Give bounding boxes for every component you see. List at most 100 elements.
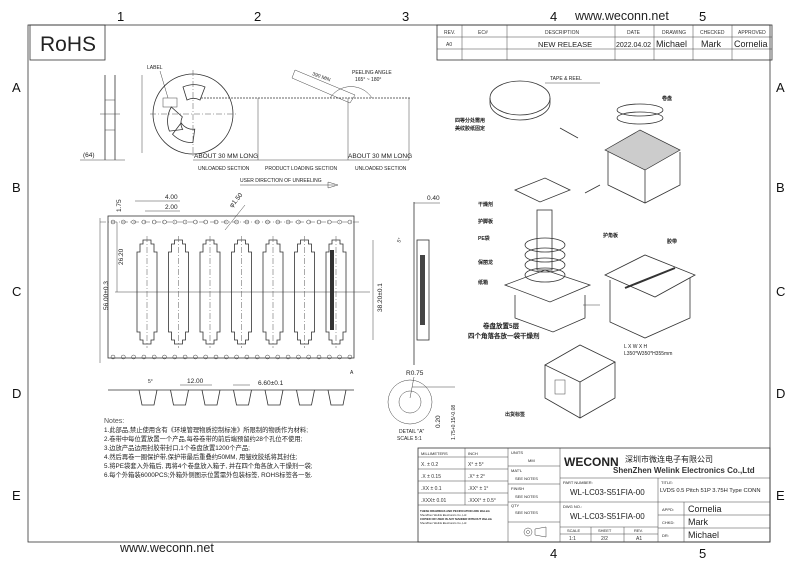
sprocket-hole <box>265 219 270 225</box>
pack-pe_bag: PE袋 <box>478 235 491 242</box>
sprocket-hole <box>296 354 301 360</box>
tape-d1200: 12.00 <box>187 378 204 385</box>
sprocket-hole <box>203 219 208 225</box>
pack-reel: 卷盘 <box>661 95 672 102</box>
title_block-finish_label: FINISH <box>511 486 524 491</box>
website-bottom[interactable]: www.weconn.net <box>119 541 214 555</box>
revision-row-3: 2022.04.02 <box>616 42 651 49</box>
pocket-section <box>296 389 315 406</box>
reel-peeling: PEELING ANGLE <box>352 70 392 76</box>
revision-headers-1: EC# <box>478 30 488 36</box>
title_block-appd: Cornelia <box>688 504 722 514</box>
sprocket-hole <box>327 354 332 360</box>
notes-items-1: 2.卷带中每位置放置一个产品,每卷卷带的前后端预留约28个孔位不使用; <box>104 434 303 443</box>
sprocket-hole <box>141 219 147 225</box>
sprocket-hole <box>337 219 342 225</box>
reel-about1: ABOUT 30 MM LONG <box>194 153 258 160</box>
sprocket-hole <box>162 354 167 360</box>
tape-pocket <box>231 239 252 345</box>
title_block-units_label: UNITS <box>511 450 523 455</box>
sprocket-hole <box>306 354 311 360</box>
pack-dims1: L X W X H <box>624 344 648 350</box>
pack-fix_note2: 美纹胶纸固定 <box>455 125 485 132</box>
sprocket-hole <box>244 354 250 360</box>
revision-headers-2: DESCRIPTION <box>545 30 580 36</box>
sprocket-hole <box>316 219 322 225</box>
zones-cols-3: 4 <box>550 546 557 561</box>
revision-row-2: NEW RELEASE <box>538 40 592 49</box>
revision-headers-5: CHECKED <box>700 30 725 36</box>
title_block-title_label: TITLE: <box>661 480 673 485</box>
sprocket-hole <box>141 354 147 360</box>
sprocket-hole <box>203 354 208 360</box>
tape-pocket <box>262 239 284 345</box>
title_block-sheet_label: SHEET <box>598 528 612 533</box>
zones-rows-3: D <box>776 386 785 401</box>
title_block-finish: SEE NOTES <box>515 494 538 499</box>
reel-unloaded2: UNLOADED SECTION <box>355 166 407 172</box>
sprocket-hole <box>110 354 116 360</box>
detail-a: R0.75 0.20 1.75+0.15/-0.08 DETAIL "A" SC… <box>387 370 457 442</box>
notes: Notes: 1.此部品,禁止使用含有《环境管理物质控制标准》所限制的物质作为材… <box>104 418 313 479</box>
zones-cols-4: 5 <box>699 9 706 24</box>
title_block-copyright1: THESE DRAWINGS AND PECIFICATION ARE WeLi… <box>420 509 490 513</box>
sprocket-hole <box>244 219 250 225</box>
pocket-section <box>170 389 189 406</box>
zones-cols-2: 3 <box>402 9 409 24</box>
projection-symbol-icon <box>523 526 547 538</box>
notes-items-5: 6.每个外箱装6000PCS;外箱外侧图示位置需外包装标签, ROHS标签各一张… <box>104 470 313 479</box>
sprocket-hole <box>131 219 136 225</box>
sprocket-hole <box>224 219 229 225</box>
sprocket-hole <box>306 219 311 225</box>
title_block-tol_inch-2: .XX° ± 1° <box>468 486 488 492</box>
sprocket-hole <box>110 219 116 225</box>
zones-rows-4: E <box>12 488 21 503</box>
pocket-section <box>264 389 284 406</box>
title_block-tol_mm-2: .XX ± 0.1 <box>421 486 442 492</box>
tape-d3820: 38.20±0.1 <box>377 283 384 312</box>
sprocket-hole <box>213 354 219 360</box>
zone-markers: 1 2 3 4 5 4 5 A B C D E A B C D E <box>12 9 785 561</box>
revision-headers-3: DATE <box>627 30 641 36</box>
sprocket-hole <box>172 354 178 360</box>
sprocket-hole <box>275 219 281 225</box>
sprocket-hole <box>275 354 281 360</box>
pack-guard: 护脚板 <box>478 218 494 225</box>
detail-r: R0.75 <box>406 370 424 377</box>
revision-row-5: Mark <box>701 39 721 49</box>
website-top[interactable]: www.weconn.net <box>574 9 669 23</box>
reel-unloaded1: UNLOADED SECTION <box>198 166 250 172</box>
title_block-company_cn: 深圳市微连电子有限公司 <box>625 454 713 464</box>
detail-d175: 1.75+0.15/-0.08 <box>451 405 457 440</box>
revision-headers-0: REV. <box>444 30 455 36</box>
title_block-dwg_label: DWG NO.: <box>563 504 582 509</box>
reel-min_len: 390 MIN <box>311 71 331 83</box>
title_block-part: WL-LC03-S51FIA-00 <box>570 488 645 497</box>
sprocket-hole <box>234 354 239 360</box>
revision-headers-4: DRAWING <box>662 30 686 36</box>
notes-title: Notes: <box>104 418 124 425</box>
sprocket-hole <box>347 219 353 225</box>
sprocket-hole <box>121 354 126 360</box>
title_block-copyright3: COPIED OR USED IN ANY MANNER WITHOUT WeL… <box>420 517 492 521</box>
notes-items-2: 3.边放产品边用封胶带封口,1个卷盘放置1200个产品; <box>104 443 250 452</box>
title_block-scale: 1:1 <box>569 536 576 542</box>
sprocket-hole <box>162 219 167 225</box>
sprocket-hole <box>172 219 178 225</box>
reel-drawing: (64) LABEL 390 MIN PEELING ANGLE 165° ~ … <box>80 65 412 189</box>
title_block-mm: MILLIMETERS <box>421 451 448 456</box>
sprocket-hole <box>234 219 239 225</box>
title_block-dr: Michael <box>688 530 719 540</box>
title_block-copyright4: ShenZhen Welink Electronics Co.,Ltd <box>420 521 467 525</box>
title_block-tol_inch-1: .X° ± 2° <box>468 474 485 480</box>
title_block-tol_inch-3: .XXX° ± 0.5° <box>468 498 496 504</box>
tape-d5600: 56.00±0.3 <box>103 281 110 310</box>
tape-reel-icon <box>489 80 551 116</box>
tape-d2620: 26.20 <box>118 248 125 265</box>
drawing-frame <box>27 24 771 543</box>
sprocket-hole <box>182 219 188 225</box>
sprocket-hole <box>327 219 332 225</box>
brand-logo: WECONN <box>564 455 619 469</box>
detail-scale: SCALE 5:1 <box>397 436 422 442</box>
